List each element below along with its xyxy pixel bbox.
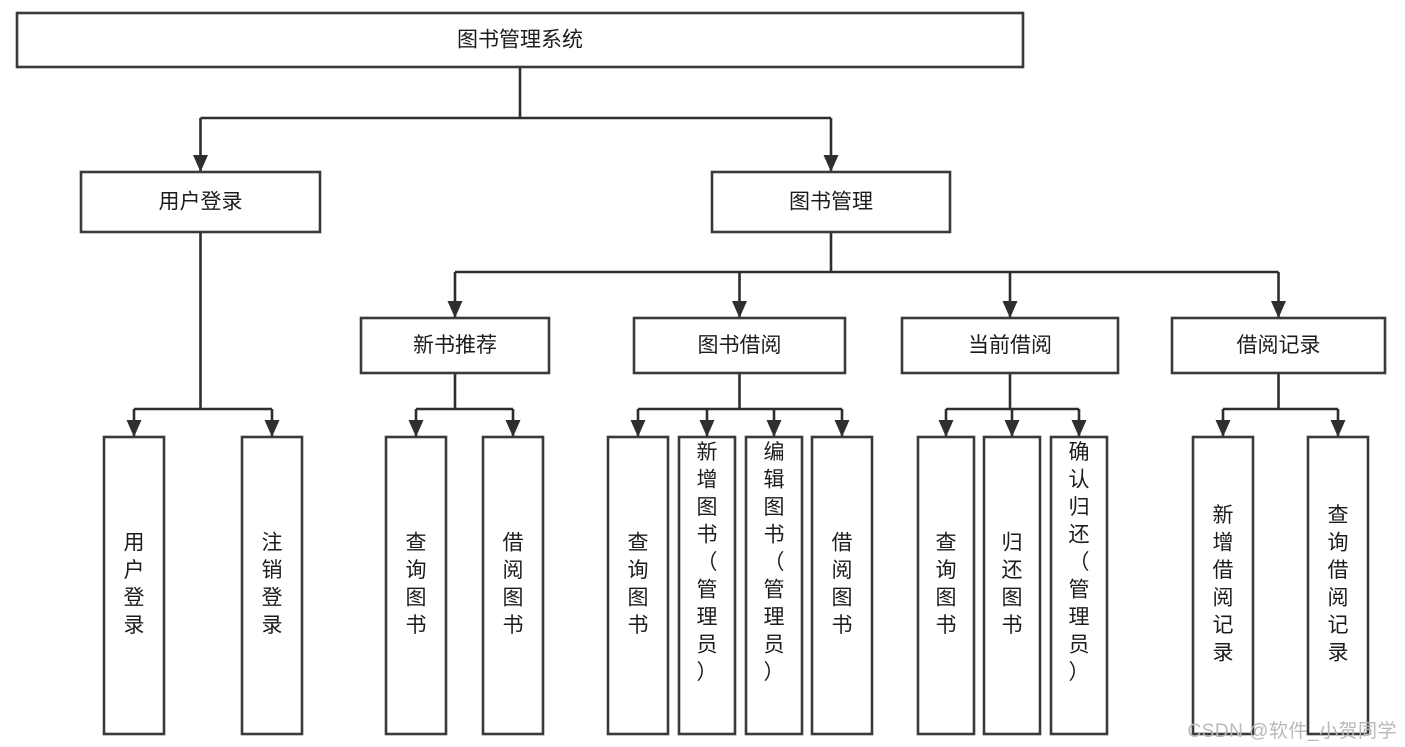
node-leaf-borrow-book-rec[interactable]: 借阅图书 [481,435,545,736]
node-leaf-query-book-rec-label: 查询图书 [406,532,427,638]
node-leaf-confirm-return-box[interactable] [1049,435,1109,736]
node-user-login-label: 用户登录 [159,191,243,214]
node-book-manage[interactable]: 图书管理 [710,170,952,234]
node-leaf-add-book[interactable]: 新增图书（管理员） [677,435,737,736]
arrow-head [1271,301,1286,318]
node-leaf-add-book-box[interactable] [677,435,737,736]
node-user-login-box[interactable] [79,170,322,234]
arrow-head [1071,420,1087,437]
arrow-head [264,420,280,437]
node-leaf-edit-book-box[interactable] [744,435,804,736]
node-leaf-logout[interactable]: 注销登录 [240,435,304,736]
node-current-borrow-box[interactable] [900,316,1120,375]
node-leaf-borrow-book-label: 借阅图书 [832,532,853,638]
node-leaf-edit-book[interactable]: 编辑图书（管理员） [744,435,804,736]
arrow-head [766,420,782,437]
node-leaf-borrow-book-rec-box[interactable] [481,435,545,736]
node-book-manage-box[interactable] [710,170,952,234]
node-leaf-logout-label: 注销登录 [262,532,283,638]
node-leaf-confirm-return[interactable]: 确认归还（管理员） [1049,435,1109,736]
arrow-head [193,155,208,172]
arrow-head [834,420,850,437]
node-book-borrow-box[interactable] [632,316,847,375]
node-leaf-logout-box[interactable] [240,435,304,736]
node-borrow-record[interactable]: 借阅记录 [1170,316,1387,375]
arrow-head [408,420,424,437]
node-borrow-record-label: 借阅记录 [1237,334,1321,357]
node-book-borrow[interactable]: 图书借阅 [632,316,847,375]
arrow-head [699,420,715,437]
node-user-login[interactable]: 用户登录 [79,170,322,234]
node-leaf-query-book-borrow-box[interactable] [606,435,670,736]
node-leaf-add-record[interactable]: 新增借阅记录 [1191,435,1255,736]
node-leaf-query-book-cur[interactable]: 查询图书 [916,435,976,736]
node-leaf-return-book-label: 归还图书 [1002,532,1023,638]
arrow-head [630,420,646,437]
node-root-box[interactable] [15,11,1025,69]
arrow-head [126,420,142,437]
node-leaf-query-book-borrow[interactable]: 查询图书 [606,435,670,736]
arrow-head [447,301,463,318]
node-leaf-add-record-box[interactable] [1191,435,1255,736]
connectors-layer [126,67,1346,437]
csdn-watermark: CSDN @软件_小贺同学 [1187,721,1397,742]
node-book-manage-label: 图书管理 [789,191,873,214]
node-leaf-query-record-label: 查询借阅记录 [1328,504,1349,665]
node-leaf-query-book-rec[interactable]: 查询图书 [384,435,448,736]
node-new-book-recommend[interactable]: 新书推荐 [359,316,551,375]
arrow-head [823,155,839,172]
arrow-head [1330,420,1346,437]
node-leaf-query-book-cur-box[interactable] [916,435,976,736]
arrow-head [1215,420,1231,437]
node-leaf-borrow-book[interactable]: 借阅图书 [810,435,874,736]
node-current-borrow-label: 当前借阅 [968,334,1052,357]
node-leaf-return-book-box[interactable] [982,435,1042,736]
node-leaf-add-book-label: 新增图书（管理员） [697,441,718,684]
arrow-head [732,301,747,318]
node-leaf-confirm-return-label: 确认归还（管理员） [1069,441,1090,684]
node-current-borrow[interactable]: 当前借阅 [900,316,1120,375]
node-book-borrow-label: 图书借阅 [698,334,782,357]
arrow-head [505,420,521,437]
node-leaf-query-record[interactable]: 查询借阅记录 [1306,435,1370,736]
node-borrow-record-box[interactable] [1170,316,1387,375]
node-new-book-recommend-box[interactable] [359,316,551,375]
node-leaf-query-book-borrow-label: 查询图书 [628,532,649,638]
arrow-head [938,420,954,437]
arrow-head [1004,420,1020,437]
node-leaf-query-record-box[interactable] [1306,435,1370,736]
node-leaf-user-login[interactable]: 用户登录 [102,435,166,736]
node-root[interactable]: 图书管理系统 [15,11,1025,69]
node-new-book-recommend-label: 新书推荐 [413,334,497,357]
node-leaf-query-book-cur-label: 查询图书 [936,532,957,638]
node-leaf-user-login-label: 用户登录 [124,532,145,638]
boxes-layer: 图书管理系统用户登录图书管理新书推荐图书借阅当前借阅借阅记录用户登录注销登录查询… [15,11,1387,736]
node-leaf-user-login-box[interactable] [102,435,166,736]
node-leaf-borrow-book-rec-label: 借阅图书 [503,532,524,638]
node-root-label: 图书管理系统 [457,29,583,52]
node-leaf-add-record-label: 新增借阅记录 [1213,504,1234,665]
node-leaf-borrow-book-box[interactable] [810,435,874,736]
node-leaf-edit-book-label: 编辑图书（管理员） [764,441,785,684]
arrow-head [1002,301,1018,318]
node-leaf-query-book-rec-box[interactable] [384,435,448,736]
node-leaf-return-book[interactable]: 归还图书 [982,435,1042,736]
